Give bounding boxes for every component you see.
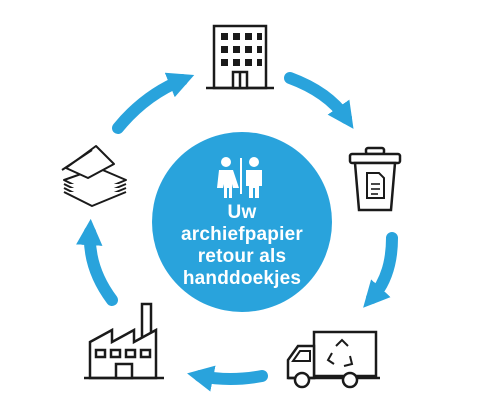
paper-towels-icon (61, 145, 127, 207)
recycling-truck-icon (286, 330, 380, 389)
center-circle (152, 132, 332, 312)
arrow-to-papers (76, 218, 118, 306)
arrow-to-building (112, 72, 195, 134)
center-caption-line-1: Uw (227, 202, 257, 223)
factory-icon (84, 302, 164, 380)
arrow-to-bin (284, 72, 354, 129)
arrow-to-factory (187, 365, 268, 392)
waste-bin-icon (348, 146, 402, 212)
center-caption-line-3: retour als (197, 246, 287, 267)
restroom-people-icon (217, 157, 262, 198)
office-building-icon (206, 24, 274, 90)
center-caption-line-2: archiefpapier (181, 224, 303, 245)
center-caption-line-4: handdoekjes (182, 268, 302, 289)
recycle-symbol-icon (326, 338, 354, 367)
arrow-to-truck (363, 232, 398, 308)
center-caption: Uw archiefpapier retour als handdoekjes (152, 202, 332, 290)
